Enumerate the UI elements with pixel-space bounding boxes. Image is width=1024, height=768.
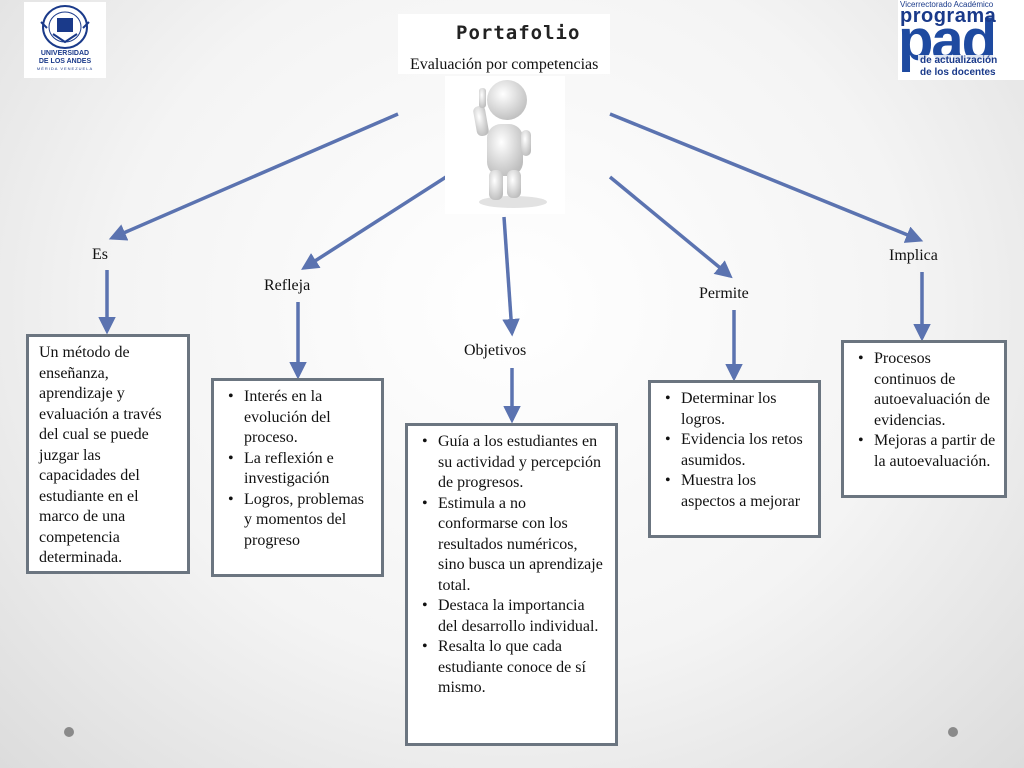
label-implica: Implica (889, 247, 938, 264)
list-item: Destaca la importancia del desarrollo in… (422, 596, 607, 637)
box-permite-list: Determinar los logros. Evidencia los ret… (659, 389, 810, 512)
slide-nav-dot-icon (64, 727, 74, 737)
list-item: Resalta lo que cada estudiante conoce de… (422, 637, 607, 699)
list-item: Determinar los logros. (665, 389, 810, 430)
box-es: Un método de enseñanza, aprendizaje y ev… (26, 334, 190, 574)
arrow-to-implica (609, 112, 924, 243)
label-es: Es (92, 246, 108, 263)
box-refleja-list: Interés en la evolución del proceso. La … (222, 387, 373, 551)
label-refleja: Refleja (264, 277, 311, 294)
university-logo: UNIVERSIDAD DE LOS ANDES MÉRIDA VENEZUEL… (24, 2, 106, 78)
box-permite: Determinar los logros. Evidencia los ret… (648, 380, 821, 538)
university-seal-icon (40, 5, 90, 49)
pad-logo: pad Vicerrectorado Académico programa de… (898, 0, 1024, 80)
center-node: Portafolio Evaluación por competencias (398, 14, 610, 74)
pad-logo-programa: programa (900, 5, 997, 27)
university-name-line2: DE LOS ANDES (38, 58, 92, 65)
list-item: Logros, problemas y momentos del progres… (228, 490, 373, 552)
list-item: La reflexión e investigación (228, 449, 373, 490)
list-item: Guía a los estudiantes en su actividad y… (422, 432, 607, 494)
thumbs-up-figure-icon (473, 80, 547, 208)
university-location: MÉRIDA VENEZUELA (36, 66, 94, 71)
box-objetivos-list: Guía a los estudiantes en su actividad y… (416, 432, 607, 699)
page-subtitle: Evaluación por competencias (410, 56, 599, 73)
university-name-line1: UNIVERSIDAD (40, 50, 90, 57)
pad-logo-line2: de los docentes (918, 67, 998, 78)
box-refleja: Interés en la evolución del proceso. La … (211, 378, 384, 577)
arrow-to-es (108, 112, 399, 241)
list-item: Estimula a no conformarse con los result… (422, 494, 607, 597)
pad-logo-line1: de actualización (918, 55, 1000, 66)
box-es-text: Un método de enseñanza, aprendizaje y ev… (39, 344, 162, 566)
list-item: Interés en la evolución del proceso. (228, 387, 373, 449)
label-objetivos: Objetivos (464, 342, 527, 359)
figure-container (445, 76, 565, 214)
box-implica: Procesos continuos de autoevaluación de … (841, 340, 1007, 498)
arrow-to-permite (608, 175, 733, 279)
list-item: Procesos continuos de autoevaluación de … (858, 349, 996, 431)
label-permite: Permite (699, 285, 749, 302)
box-objetivos: Guía a los estudiantes en su actividad y… (405, 423, 618, 746)
list-item: Evidencia los retos asumidos. (665, 430, 810, 471)
arrow-to-refleja (301, 175, 447, 270)
slide-nav-dot-icon (948, 727, 958, 737)
arrow-to-objetivos (502, 216, 520, 337)
page-title: Portafolio (456, 22, 581, 44)
list-item: Muestra los aspectos a mejorar (665, 471, 810, 512)
box-implica-list: Procesos continuos de autoevaluación de … (852, 349, 996, 472)
pad-logo-vice: Vicerrectorado Académico (900, 0, 994, 9)
list-item: Mejoras a partir de la autoevaluación. (858, 431, 996, 472)
